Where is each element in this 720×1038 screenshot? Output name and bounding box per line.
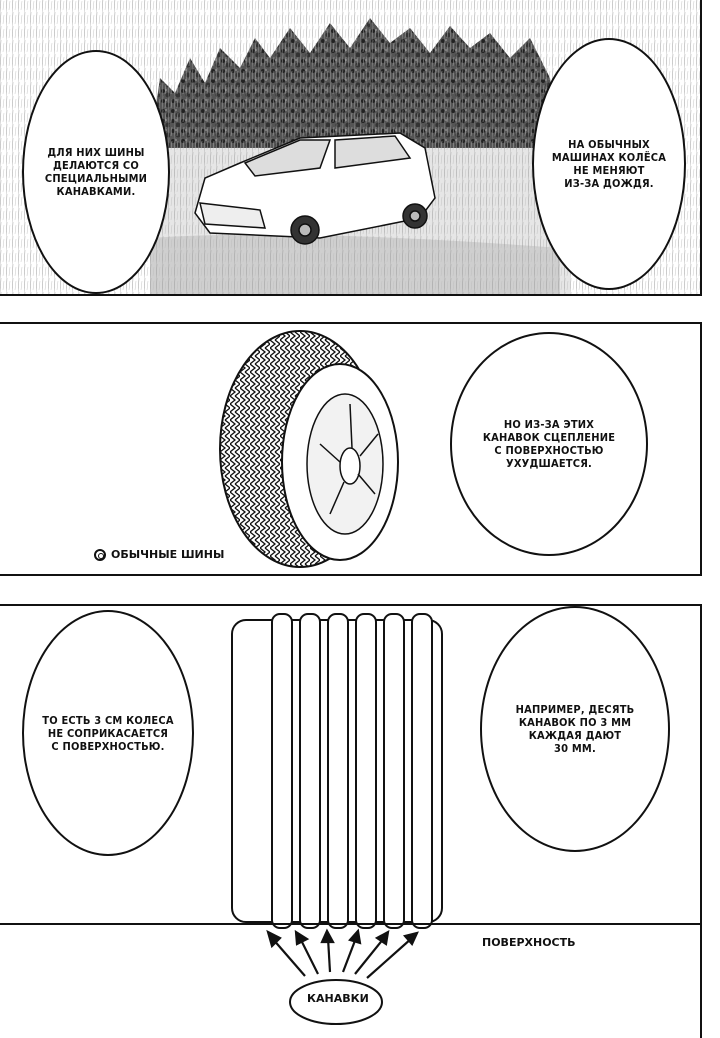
speech-bubble-left: То есть 3 см колеса не соприкасается с п… bbox=[22, 610, 194, 856]
speech-bubble-left: Для них шины делаются со специальными ка… bbox=[22, 50, 170, 294]
speech-text: На обычных машинах колёса не меняют из-з… bbox=[551, 138, 667, 190]
speech-text: Но из-за этих канавок сцепление с поверх… bbox=[482, 418, 616, 470]
speech-text: Например, десять канавок по 3 мм каждая … bbox=[515, 703, 635, 755]
car-illustration bbox=[194, 132, 436, 245]
arrow-icon bbox=[266, 928, 419, 979]
tire-illustration bbox=[219, 330, 399, 568]
surface-label: Поверхность bbox=[482, 936, 576, 949]
tire-tread-diagram bbox=[0, 613, 700, 1025]
panel-ordinary-tire: Обычные шины Но из-за этих канавок сцепл… bbox=[0, 322, 702, 576]
panel-tread-diagram: То есть 3 см колеса не соприкасается с п… bbox=[0, 604, 702, 1038]
speech-bubble-right: Например, десять канавок по 3 мм каждая … bbox=[480, 606, 670, 852]
speech-text: То есть 3 см колеса не соприкасается с п… bbox=[42, 713, 174, 753]
speech-bubble-right: Но из-за этих канавок сцепление с поверх… bbox=[450, 332, 648, 556]
grooves-label: Канавки bbox=[307, 992, 369, 1005]
panel-rain-scene: Для них шины делаются со специальными ка… bbox=[0, 0, 702, 296]
caption-ordinary-tires: Обычные шины bbox=[94, 548, 224, 561]
speech-bubble-right: На обычных машинах колёса не меняют из-з… bbox=[532, 38, 686, 290]
target-icon bbox=[94, 548, 106, 561]
speech-text: Для них шины делаются со специальными ка… bbox=[44, 146, 148, 198]
